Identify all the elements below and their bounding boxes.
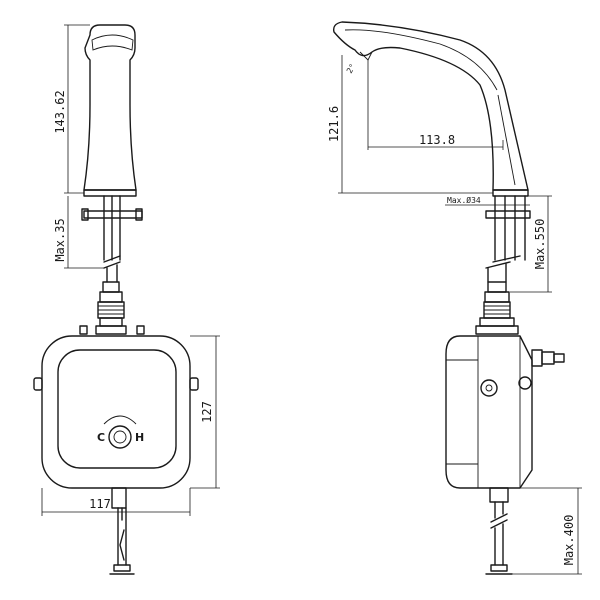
dim-side-height: 121.6 [327,106,341,142]
side-max550-dimension: Max.550 [510,195,552,293]
dim-side-reach: 113.8 [419,133,455,147]
dim-bottom-max-400: Max.400 [562,515,576,566]
knob-hot-label: H [135,431,144,444]
temperature-arc-icon [103,415,137,425]
side-diameter-dimension: Max.Ø34 [445,195,530,206]
heater-side-view [445,261,565,575]
heater-front-view: C H [33,261,199,575]
aerator-mark-icon: 2° [345,62,358,75]
heater-height-dimension: 127 [190,335,220,489]
dim-side-max-550: Max.550 [533,219,547,270]
faucet-front-view [81,24,143,263]
bottom-max400-dimension: Max.400 [508,487,582,575]
temperature-knob[interactable] [108,425,132,449]
front-height-dimension: 143.62 [53,24,90,194]
dim-heater-height: 127 [200,401,214,423]
front-max35-dimension: Max.35 [53,196,104,269]
side-knob[interactable] [480,379,498,397]
knob-cold-label: C [97,431,105,444]
dim-side-max-diameter: Max.Ø34 [447,195,481,205]
dim-front-spout-height: 143.62 [53,90,67,133]
dim-heater-width: 117 [89,497,111,511]
side-height-dimension: 121.6 [327,55,493,194]
side-reach-dimension: 113.8 [367,60,504,150]
faucet-side-view: 2° [332,21,531,263]
heater-width-dimension: 117 [41,488,191,516]
dim-front-max-35: Max.35 [53,218,67,261]
